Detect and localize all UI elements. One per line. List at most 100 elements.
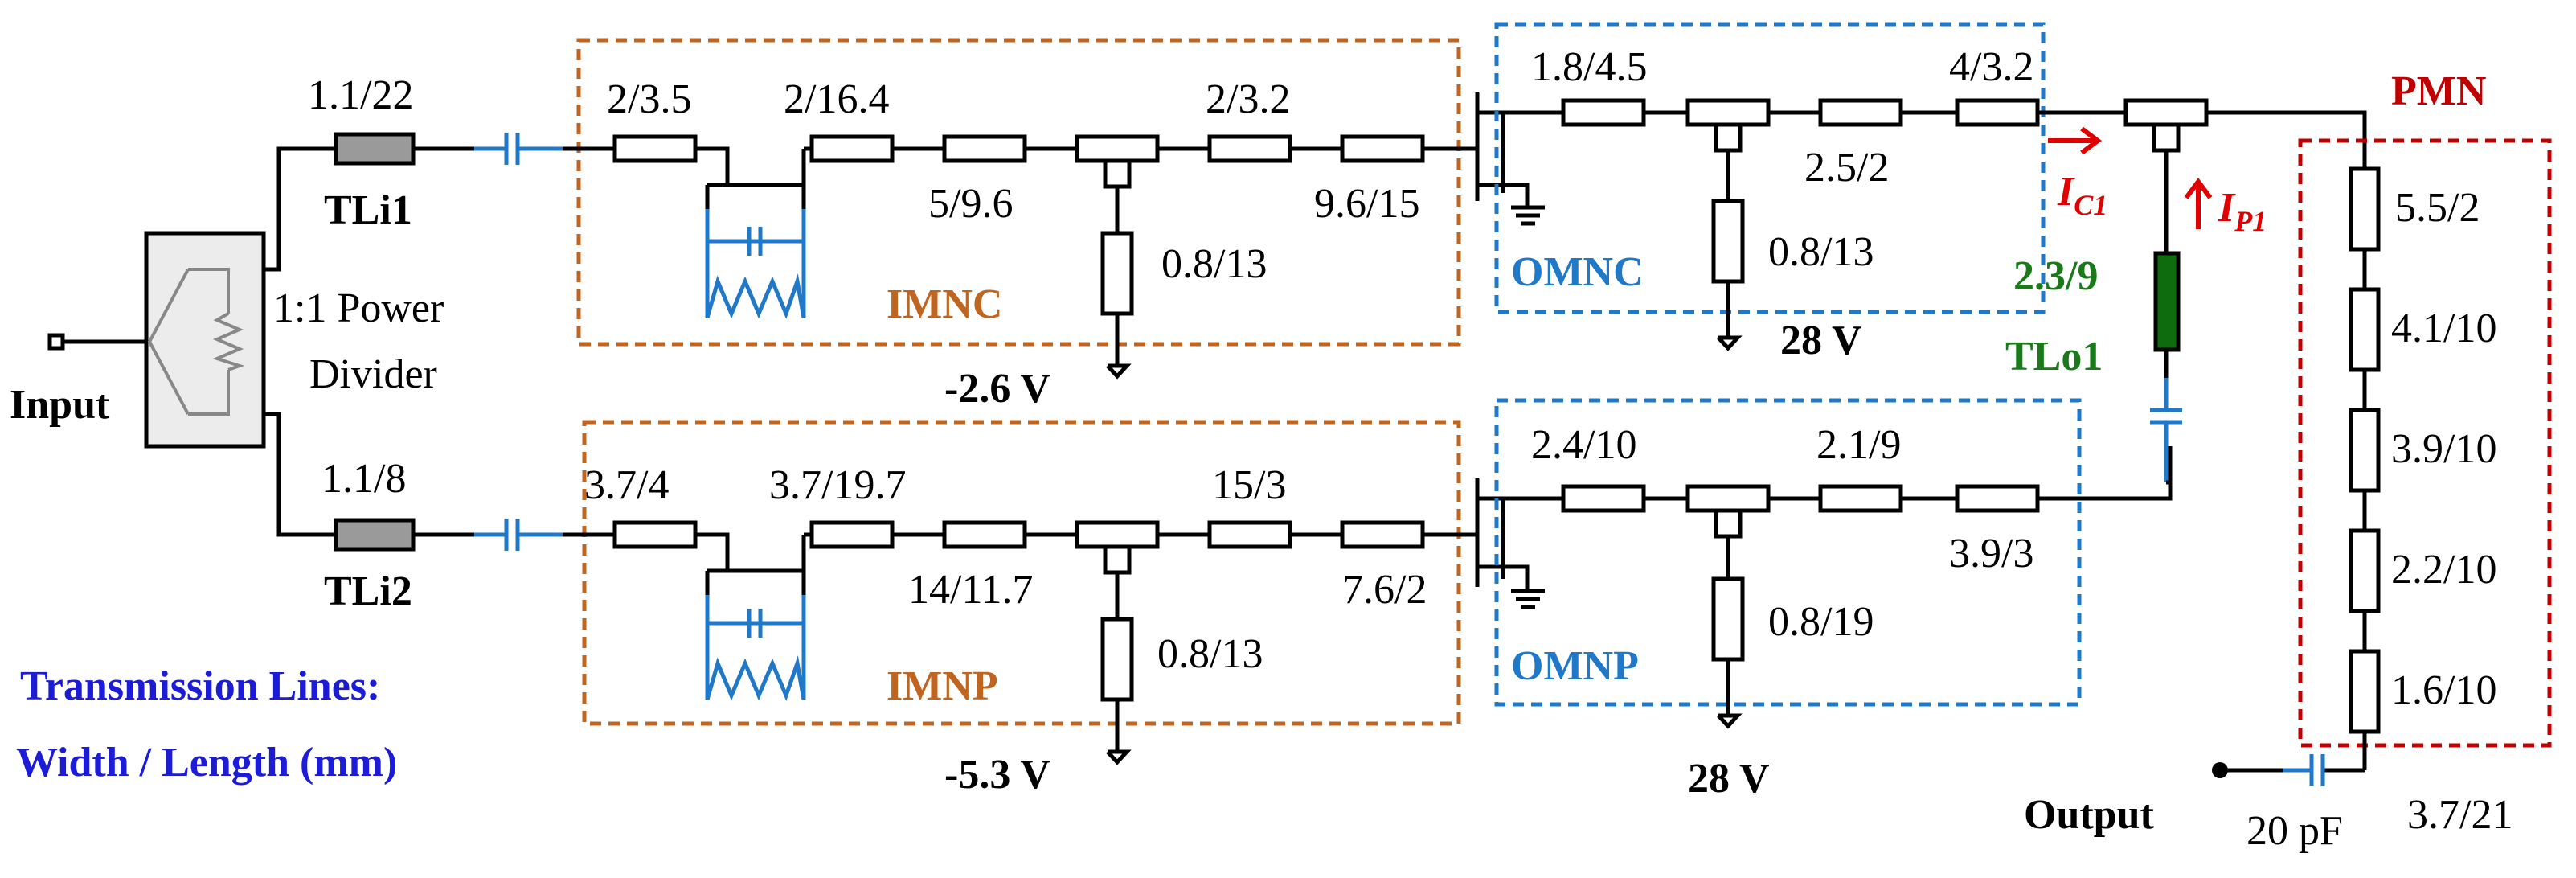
tli1-name: TLi1 — [324, 187, 412, 233]
pmn-box — [2298, 138, 2552, 748]
tli2-element — [334, 518, 416, 552]
ground-arrow — [1106, 363, 1132, 380]
imnp-tee-stem — [1103, 544, 1132, 575]
output-dc-block-cap — [2150, 378, 2182, 482]
legend-line2: Width / Length (mm) — [16, 740, 397, 786]
omnc-stub-dims: 0.8/13 — [1768, 229, 1874, 275]
imnc-tl-1-dims: 2/3.5 — [607, 76, 691, 122]
imnc-tl-3-dims: 5/9.6 — [928, 181, 1013, 227]
pmn-tl-3-dims: 3.9/10 — [2391, 426, 2496, 472]
imnc-tl-2 — [809, 134, 895, 163]
input-section — [47, 146, 336, 537]
divider-symbol — [147, 269, 190, 415]
omnc-box — [1494, 22, 2046, 314]
current-arrow-ip1 — [2184, 178, 2213, 229]
omnp-tl-2 — [1818, 484, 1903, 513]
current-arrow-ic1 — [2048, 126, 2102, 155]
imnc-tl-1 — [612, 134, 698, 163]
pmn-name: PMN — [2391, 68, 2486, 114]
divider-label-line2: Divider — [309, 351, 437, 397]
imnc-circuit — [563, 134, 1477, 380]
imnp-name: IMNP — [887, 663, 998, 709]
imnp-tl-4 — [1207, 520, 1292, 549]
omnp-stub — [1711, 576, 1745, 662]
imnp-rc-network — [705, 595, 806, 701]
omnp-tl-1-dims: 2.4/10 — [1531, 422, 1636, 468]
pmn-tl-1-dims: 5.5/2 — [2395, 185, 2480, 231]
ground-arrow — [1717, 713, 1743, 729]
omnp-tl-3 — [1955, 484, 2040, 513]
pmn-tl-5-dims: 1.6/10 — [2391, 667, 2496, 713]
tlo1-element — [2153, 251, 2181, 352]
imnp-tl-3 — [942, 520, 1027, 549]
imnp-tl-5 — [1340, 520, 1425, 549]
imnp-box — [582, 420, 1461, 726]
imnp-tl-4-dims: 15/3 — [1212, 462, 1286, 508]
imnc-tl-3 — [942, 134, 1027, 163]
imnp-bias: -5.3 V — [944, 752, 1050, 798]
dc-block-cap-top — [474, 133, 563, 165]
omnc-tl-1-dims: 1.8/4.5 — [1531, 44, 1647, 90]
omnp-tl-2-dims: 2.1/9 — [1816, 422, 1901, 468]
omnp-tee-stem — [1714, 508, 1743, 539]
divider-out-bottom — [264, 412, 336, 537]
imnc-tl-4-dims: 2/3.2 — [1206, 76, 1290, 122]
imnc-bias: -2.6 V — [944, 366, 1050, 412]
omnc-tee-stem — [1714, 122, 1743, 153]
imnp-stub — [1100, 617, 1134, 702]
pmn-tl-5 — [2349, 649, 2381, 734]
legend-line1: Transmission Lines: — [20, 663, 380, 709]
tli1-dims: 1.1/22 — [308, 72, 413, 118]
omnc-tee — [1685, 98, 1771, 127]
pmn-tl-1 — [2349, 166, 2381, 252]
imnp-tee — [1075, 520, 1160, 549]
imnp-tl-1-dims: 3.7/4 — [584, 462, 669, 508]
pmn-circuit — [2220, 165, 2381, 773]
current-ic1-sub: C1 — [2074, 189, 2107, 221]
current-ic1-label: IC1 — [2057, 169, 2107, 221]
divider-top-arm — [188, 268, 230, 314]
input-port — [47, 333, 65, 351]
tlo1-dims: 2.3/9 — [2013, 253, 2098, 299]
divider-bottom-arm — [188, 370, 230, 416]
imnc-tl-5-dims: 9.6/15 — [1314, 181, 1419, 227]
input-label: Input — [10, 382, 110, 428]
tli1-element — [334, 132, 416, 166]
imnc-rc-network — [705, 209, 806, 319]
tli2-name: TLi2 — [324, 568, 412, 614]
pmn-tl-2 — [2349, 287, 2381, 372]
divider-label-line1: 1:1 Power — [273, 285, 444, 331]
divider-resistor — [212, 312, 245, 371]
omnp-name: OMNP — [1511, 643, 1639, 689]
ground-arrow — [1717, 335, 1743, 351]
omnc-tl-1 — [1561, 98, 1646, 127]
dc-block-cap-bottom — [474, 519, 563, 551]
omnp-stub-dims: 0.8/19 — [1768, 599, 1874, 645]
omnp-bias: 28 V — [1688, 756, 1770, 802]
current-ip1-sub: P1 — [2234, 205, 2267, 237]
imnp-tl-1 — [612, 520, 698, 549]
output-label: Output — [2024, 792, 2155, 838]
tlo1-name: TLo1 — [2005, 334, 2103, 380]
omnc-name: OMNC — [1511, 249, 1644, 295]
output-node — [2212, 762, 2228, 778]
current-ip1-label: IP1 — [2218, 185, 2267, 237]
omnc-tl-2 — [1818, 98, 1903, 127]
omnp-tl-1 — [1561, 484, 1646, 513]
omnc-tl-3-dims: 4/3.2 — [1949, 44, 2033, 90]
imnc-tee — [1075, 134, 1160, 163]
imnc-tl-2-dims: 2/16.4 — [784, 76, 889, 122]
omnc-circuit — [1503, 98, 2126, 351]
output-cap — [2283, 754, 2325, 786]
output-cap-value: 20 pF — [2246, 808, 2343, 854]
combiner-tee-stem — [2152, 122, 2181, 153]
omnp-tl-3-dims: 3.9/3 — [1949, 531, 2033, 576]
combiner-tee — [2123, 98, 2209, 127]
pmn-tl-4 — [2349, 528, 2381, 613]
omnc-tl-3 — [1955, 98, 2040, 127]
pmn-tl-2-dims: 4.1/10 — [2391, 306, 2496, 351]
omnc-tl-2-dims: 2.5/2 — [1804, 145, 1889, 191]
imnc-stub — [1100, 231, 1134, 316]
